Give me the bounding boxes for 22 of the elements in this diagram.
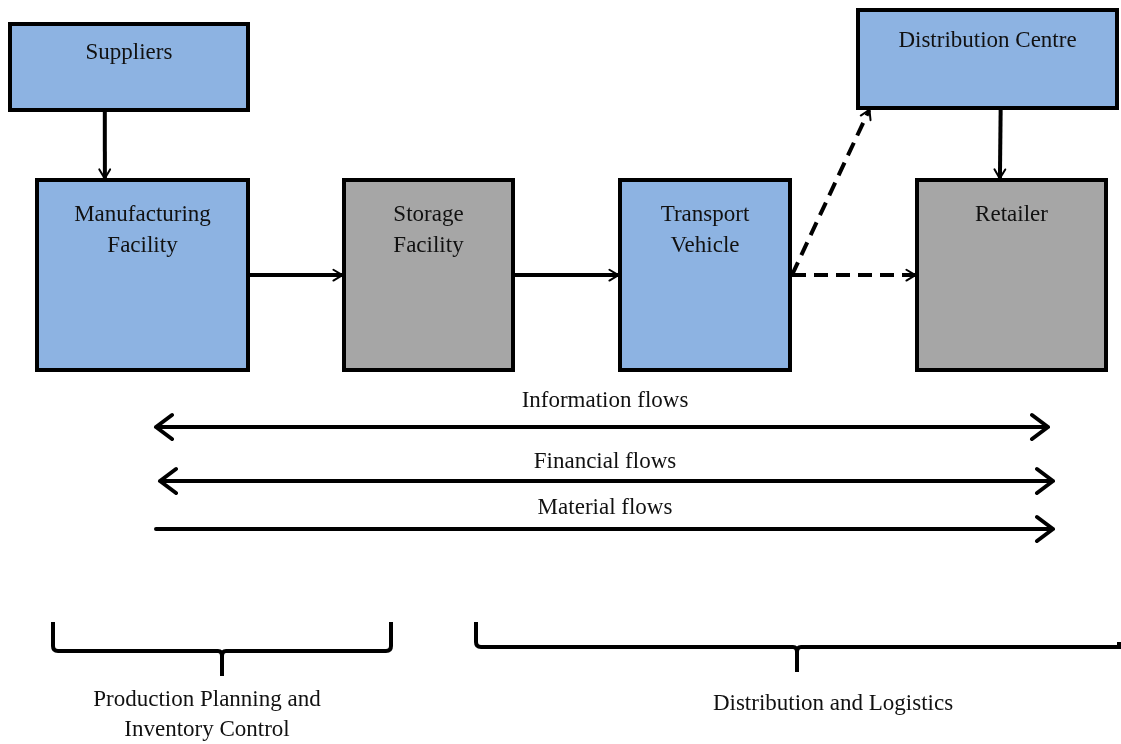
process-box <box>856 8 1119 110</box>
text-label: Information flows <box>521 386 689 414</box>
text-label: Financial flows <box>533 447 677 475</box>
text-label: Distribution and Logistics <box>712 689 954 717</box>
box-label: Storage Facility <box>392 200 465 259</box>
process-box <box>915 178 1108 372</box>
arrow <box>515 269 619 282</box>
process-box <box>8 22 250 112</box>
box-label: Suppliers <box>85 38 173 66</box>
process-box <box>618 178 792 372</box>
process-box <box>35 178 250 372</box>
arrow <box>792 269 916 282</box>
text-label: Production Planning and Inventory Control <box>92 685 322 743</box>
arrow <box>993 109 1006 179</box>
box-label: Transport Vehicle <box>659 200 751 259</box>
text-label: Material flows <box>537 493 673 521</box>
box-label: Distribution Centre <box>898 26 1077 54</box>
box-label: Manufacturing Facility <box>73 200 212 259</box>
arrow <box>250 269 343 282</box>
arrow <box>98 112 111 179</box>
process-box <box>342 178 515 372</box>
box-label: Retailer <box>975 200 1048 228</box>
